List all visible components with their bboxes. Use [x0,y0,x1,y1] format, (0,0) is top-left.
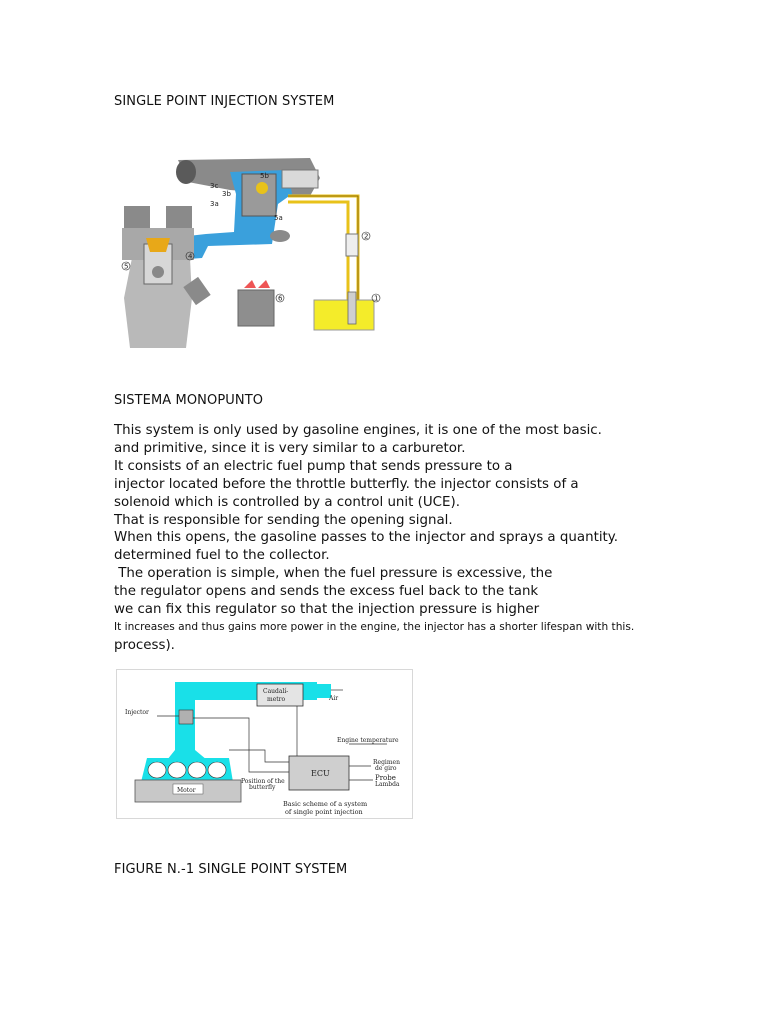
svg-text:1: 1 [374,295,378,303]
svg-text:Caudalí-: Caudalí- [263,688,288,695]
svg-text:Probe: Probe [375,774,396,782]
svg-text:butterfly: butterfly [249,784,276,791]
fuel-tank [313,299,375,331]
paragraph-line: The operation is simple, when the fuel p… [114,566,553,582]
svg-text:Motor: Motor [177,787,196,794]
paragraph-line: solenoid which is controlled by a contro… [114,494,460,510]
paragraph-line: It increases and thus gains more power i… [114,620,635,633]
svg-text:Injector: Injector [125,709,149,716]
svg-text:Basic scheme of a system: Basic scheme of a system [283,800,367,808]
page-title: SINGLE POINT INJECTION SYSTEM [114,94,335,109]
svg-text:5b: 5b [260,172,269,180]
paragraph-line: and primitive, since it is very similar … [114,440,466,456]
paragraph-line: determined fuel to the collector. [114,548,330,564]
figure-caption: FIGURE N.-1 SINGLE POINT SYSTEM [114,862,348,877]
paragraph-line: the regulator opens and sends the excess… [114,584,539,600]
paragraph-line: injector located before the throttle but… [114,476,579,492]
paragraph-line: That is responsible for sending the open… [114,512,453,528]
paragraph-line: It consists of an electric fuel pump tha… [114,458,513,474]
engine-block [124,258,192,348]
svg-text:Engine temperature: Engine temperature [337,737,399,744]
svg-text:Regimen: Regimen [373,759,400,766]
svg-text:6: 6 [278,295,283,303]
svg-text:2: 2 [364,233,368,241]
section-heading: SISTEMA MONOPUNTO [114,393,264,408]
svg-text:de giro: de giro [375,765,397,772]
paragraph-line: When this opens, the gasoline passes to … [114,530,619,546]
body-paragraph: This system is only used by gasoline eng… [114,422,674,655]
svg-text:3c: 3c [210,182,218,190]
svg-text:5a: 5a [274,214,283,222]
svg-text:metro: metro [267,696,286,703]
injection-system-illustration: 1 2 3a 3b 3c 4 5 5a 5b 6 [110,148,390,352]
svg-text:Air: Air [328,695,338,702]
basic-scheme-diagram: Injector Caudalí- metro Air Engine tempe… [116,669,413,819]
svg-text:Position of the: Position of the [241,778,285,785]
svg-text:5: 5 [124,263,128,271]
svg-text:Lambda: Lambda [375,781,400,788]
paragraph-line: process). [114,637,175,653]
ecu-box [288,755,350,791]
svg-text:of single point injection: of single point injection [285,808,363,816]
paragraph-line: we can fix this regulator so that the in… [114,602,540,618]
paragraph-line: This system is only used by gasoline eng… [114,423,602,438]
svg-text:3b: 3b [222,190,231,198]
svg-text:4: 4 [188,253,193,261]
svg-text:3a: 3a [210,200,219,208]
ecu-box [237,289,275,327]
svg-text:ECU: ECU [311,769,330,778]
